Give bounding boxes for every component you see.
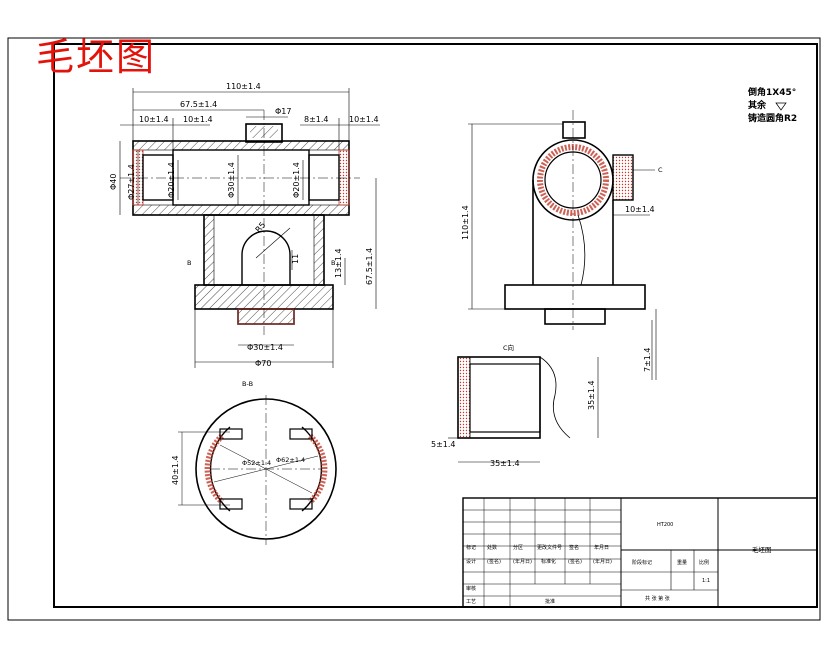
tb-approve: 批准 bbox=[545, 598, 555, 605]
tb-design-1: (签名) bbox=[487, 558, 501, 565]
dim-overall-length: 110±1.4 bbox=[226, 82, 261, 91]
tb-scale-label: 比例 bbox=[699, 559, 709, 566]
c-dim-height: 35±1.4 bbox=[587, 380, 596, 410]
dim-height-675: 67.5±1.4 bbox=[365, 248, 374, 285]
tb-review: 审核 bbox=[466, 585, 476, 592]
side-dim-height: 110±1.4 bbox=[461, 205, 470, 240]
drawing-title: 毛坯图 bbox=[36, 35, 157, 79]
dim-base-dia: Φ70 bbox=[255, 359, 271, 368]
bb-section: B-B 40±1.4 Φ52±1.4 Φ62±1.4 bbox=[171, 380, 337, 545]
tb-design-2: (年月日) bbox=[513, 558, 532, 565]
tb-design-0: 设计 bbox=[466, 558, 476, 565]
tb-weight-label: 重量 bbox=[677, 559, 687, 566]
dim-bore-left: Φ27±1.4 bbox=[127, 164, 136, 200]
title-block bbox=[462, 497, 818, 608]
bb-dim-inner: Φ52±1.4 bbox=[242, 459, 271, 467]
dim-top-dia: Φ17 bbox=[275, 107, 291, 116]
inner-border bbox=[53, 43, 818, 608]
dim-outer-dia: Φ40 bbox=[109, 174, 118, 190]
bb-dim-left-height: 40±1.4 bbox=[171, 455, 180, 485]
dim-base-bore: Φ30±1.4 bbox=[247, 343, 283, 352]
tb-design-4: (签名) bbox=[568, 558, 582, 565]
c-view: C向 35±1.4 35±1.4 5±1.4 7±1.4 bbox=[431, 320, 653, 468]
section-mark-left: B bbox=[187, 259, 191, 267]
front-view: 110±1.4 67.5±1.4 Φ17 10±1.4 10±1.4 8±1.4… bbox=[109, 82, 380, 368]
c-dim-width: 35±1.4 bbox=[490, 459, 520, 468]
note-chamfer: 倒角1X45° bbox=[747, 86, 796, 98]
tb-design-3: 标准化 bbox=[541, 558, 556, 565]
dim-flange-right: 10±1.4 bbox=[349, 115, 379, 124]
dim-offset: 67.5±1.4 bbox=[180, 100, 217, 109]
tb-row-label-0: 标记 bbox=[466, 544, 476, 551]
side-arrow-label: C bbox=[658, 166, 663, 174]
bb-dim-outer: Φ62±1.4 bbox=[276, 456, 305, 464]
dim-inner-dia-right: Φ20±1.4 bbox=[292, 162, 301, 198]
technical-notes: 倒角1X45° 其余 铸造圆角R2 bbox=[747, 86, 797, 124]
tb-row-label-3: 更改文件号 bbox=[537, 544, 562, 551]
note-rest: 其余 bbox=[748, 99, 767, 111]
dim-small-11: 11 bbox=[291, 254, 300, 264]
roughness-icon bbox=[775, 102, 787, 111]
tb-row-label-2: 分区 bbox=[513, 544, 523, 551]
tb-drawing-no: HT200 bbox=[657, 522, 673, 528]
dim-height-13: 13±1.4 bbox=[334, 248, 343, 278]
dim-inner-step: 10±1.4 bbox=[183, 115, 213, 124]
dim-flange-left: 10±1.4 bbox=[139, 115, 169, 124]
outer-border bbox=[7, 37, 821, 621]
base-spigot bbox=[237, 308, 295, 325]
tb-part-name: 毛坯图 bbox=[752, 545, 772, 554]
section-mark-right: B bbox=[331, 259, 335, 267]
tb-row-label-1: 处数 bbox=[487, 544, 497, 551]
c-dim-thickness: 5±1.4 bbox=[431, 440, 456, 449]
c-dim-side: 7±1.4 bbox=[643, 347, 652, 372]
tb-row-label-5: 年月日 bbox=[594, 544, 609, 551]
side-dim-flange: 10±1.4 bbox=[625, 205, 655, 214]
bb-label: B-B bbox=[242, 380, 253, 388]
c-view-label: C向 bbox=[503, 343, 514, 352]
tb-scale: 1:1 bbox=[702, 578, 710, 584]
side-view: 110±1.4 10±1.4 C bbox=[461, 110, 663, 380]
dim-r5: R5 bbox=[254, 220, 268, 234]
tb-design-5: (年月日) bbox=[593, 558, 612, 565]
dim-right-step: 8±1.4 bbox=[304, 115, 329, 124]
tb-sheet-info: 共 张 第 张 bbox=[645, 595, 670, 602]
title-block-text: HT200 毛坯图 阶段标记 重量 比例 1:1 共 张 第 张 标记 处数 分… bbox=[466, 522, 772, 605]
note-fillet: 铸造圆角R2 bbox=[748, 112, 797, 124]
tb-row-label-4: 签名 bbox=[569, 544, 579, 551]
tb-stage-label: 阶段标记 bbox=[632, 559, 652, 566]
dim-inner-dia-left: Φ20±1.4 bbox=[167, 162, 176, 198]
tb-process: 工艺 bbox=[466, 599, 476, 605]
dim-center-bore: Φ30±1.4 bbox=[227, 162, 236, 198]
